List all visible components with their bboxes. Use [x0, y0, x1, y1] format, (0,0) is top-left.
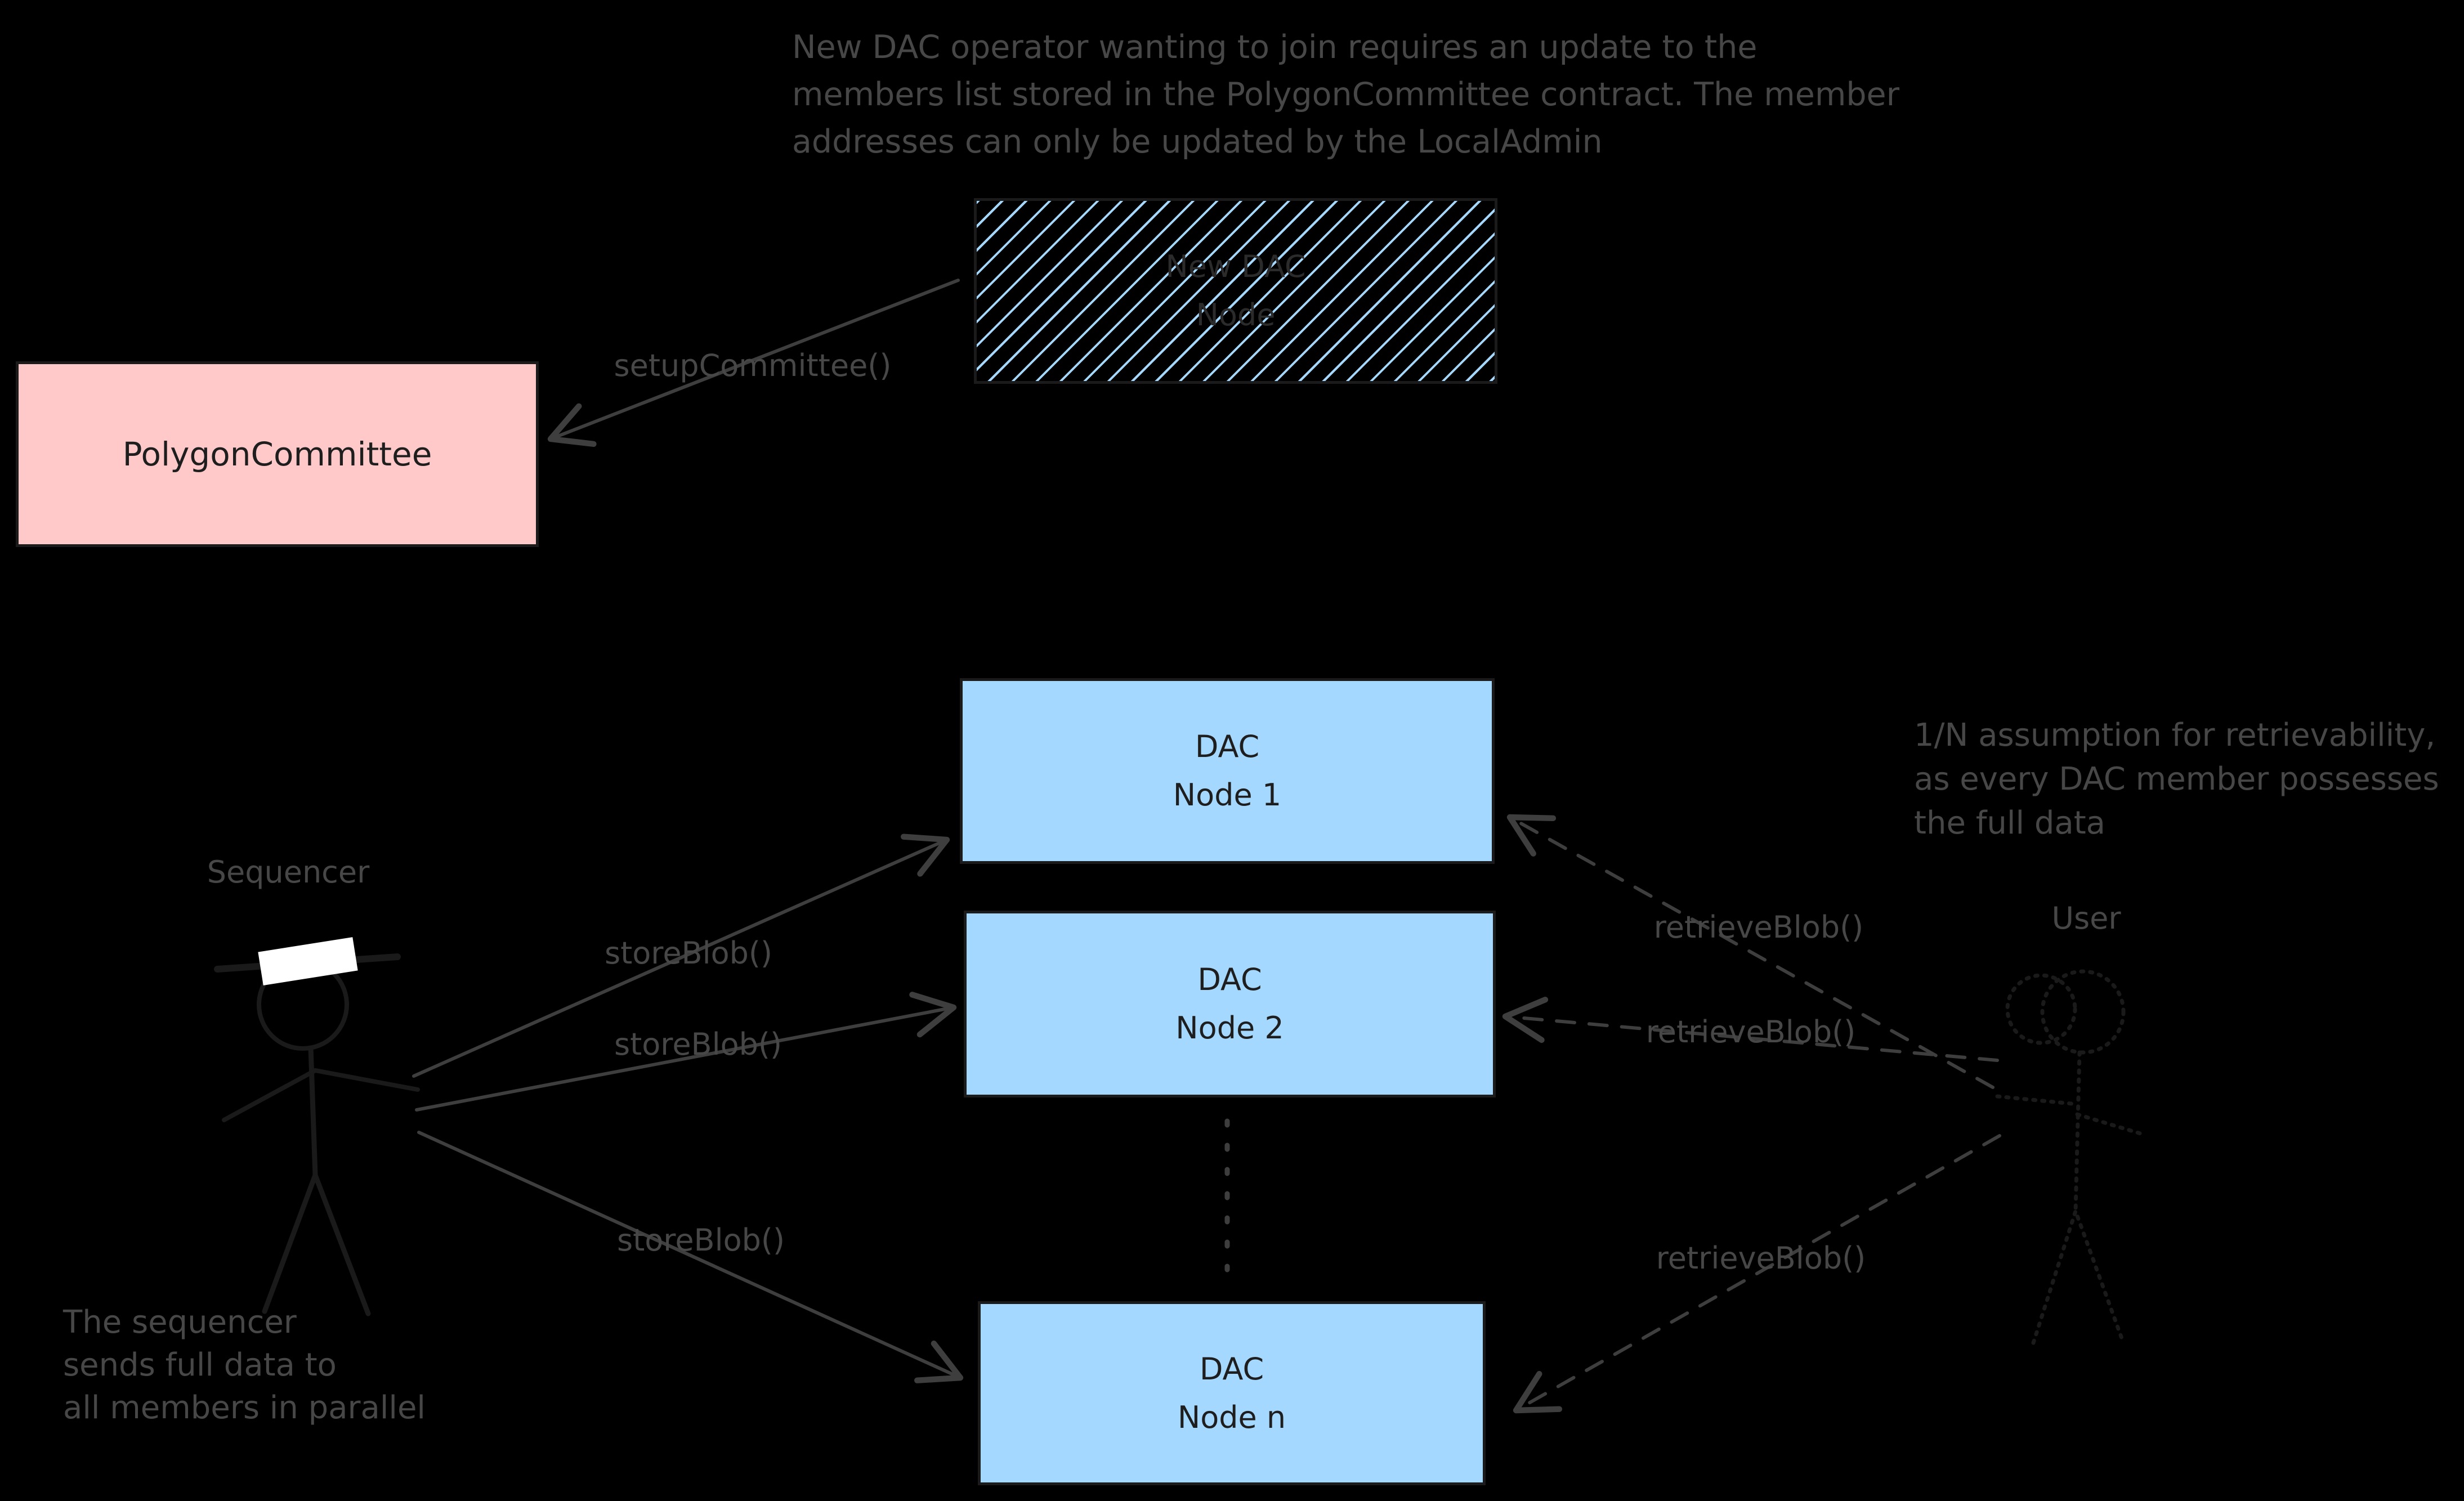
- user-arms: [1995, 1094, 2143, 1136]
- retrievability-note: 1/N assumption for retrievability, as ev…: [1914, 714, 2439, 845]
- user-figure-icon: [1995, 969, 2143, 1345]
- sequencer-arms: [222, 1068, 420, 1122]
- box-label-line: DAC: [1199, 1351, 1264, 1387]
- sequencer-body: [308, 1045, 318, 1178]
- sequencer-legs: [262, 1168, 371, 1316]
- box-label-line: Node 2: [1175, 1010, 1284, 1046]
- retrieve-blob-label-1: retrieveBlob(): [1653, 909, 1864, 945]
- sequencer-figure-icon: [214, 937, 420, 1316]
- new-dac-node-box: New DAC Node: [974, 198, 1497, 384]
- retrieve-blob-arrow-3: [1513, 1134, 2001, 1414]
- retrieve-blob-label-3: retrieveBlob(): [1656, 1240, 1866, 1276]
- polygon-committee-box: PolygonCommittee: [16, 361, 539, 547]
- note-line: members list stored in the PolygonCommit…: [792, 76, 1900, 113]
- note-line: 1/N assumption for retrievability,: [1914, 717, 2436, 754]
- box-label-line: Node: [1196, 297, 1276, 333]
- retrieve-blob-arrow-1: [1506, 814, 1995, 1089]
- user-legs: [2031, 1205, 2126, 1345]
- store-blob-label-3: storeBlob(): [616, 1222, 785, 1258]
- store-blob-label-1: storeBlob(): [604, 935, 773, 971]
- retrieve-blob-arrow-2: [1502, 996, 1999, 1062]
- user-body: [2073, 1050, 2082, 1213]
- store-blob-arrow-1: [412, 834, 950, 1078]
- setup-committee-label: setupCommittee(): [614, 348, 892, 383]
- user-hair: [2005, 973, 2077, 1045]
- dac-node-n-box: DAC Node n: [978, 1301, 1486, 1485]
- dac-node-1-box: DAC Node 1: [960, 678, 1495, 864]
- note-line: sends full data to: [63, 1347, 337, 1383]
- store-blob-arrow-2: [415, 992, 957, 1112]
- sequencer-hat-icon: [258, 937, 358, 985]
- sequencer-parallel-note: The sequencer sends full data to all mem…: [63, 1301, 426, 1430]
- note-line: New DAC operator wanting to join require…: [792, 29, 1758, 66]
- dac-node-2-box: DAC Node 2: [964, 911, 1496, 1097]
- note-line: addresses can only be updated by the Loc…: [792, 123, 1603, 160]
- box-label-line: DAC: [1195, 729, 1260, 764]
- box-label-line: Node 1: [1173, 777, 1282, 813]
- note-line: all members in parallel: [63, 1390, 426, 1426]
- note-line: as every DAC member possesses: [1914, 761, 2439, 797]
- user-label: User: [2051, 900, 2121, 936]
- new-dac-operator-note: New DAC operator wanting to join require…: [792, 24, 1899, 165]
- box-label-line: Node n: [1177, 1399, 1286, 1435]
- setup-committee-arrow: [547, 279, 960, 447]
- note-line: the full data: [1914, 805, 2105, 841]
- sequencer-label: Sequencer: [207, 854, 370, 890]
- box-label-line: PolygonCommittee: [122, 435, 432, 473]
- box-label-line: New DAC: [1165, 249, 1306, 284]
- store-blob-arrow-3: [417, 1131, 964, 1383]
- note-line: The sequencer: [63, 1304, 297, 1341]
- store-blob-label-2: storeBlob(): [614, 1027, 782, 1062]
- retrieve-blob-label-2: retrieveBlob(): [1645, 1014, 1856, 1050]
- user-head: [2040, 969, 2126, 1055]
- box-label-line: DAC: [1197, 962, 1262, 997]
